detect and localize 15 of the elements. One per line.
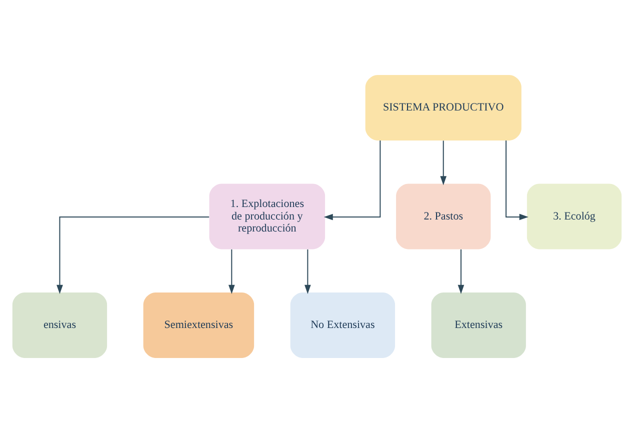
arrow: [458, 249, 464, 294]
node-box: Extensivas: [431, 292, 526, 358]
node-box: 2. Pastos: [396, 184, 491, 250]
arrow: [324, 140, 381, 220]
node-box: ensivas: [12, 292, 108, 358]
node-box: No Extensivas: [290, 292, 396, 358]
node-box: 3. Ecológ: [526, 184, 622, 250]
arrow: [56, 216, 210, 294]
node-box: SISTEMA PRODUCTIVO: [365, 75, 522, 140]
arrow: [228, 249, 235, 294]
arrow: [506, 140, 528, 220]
arrow: [440, 140, 447, 186]
node-box: 1. Explotaciones de producción y reproducción: [209, 184, 326, 250]
node-box: Semiextensivas: [143, 292, 254, 358]
arrow: [304, 249, 311, 294]
